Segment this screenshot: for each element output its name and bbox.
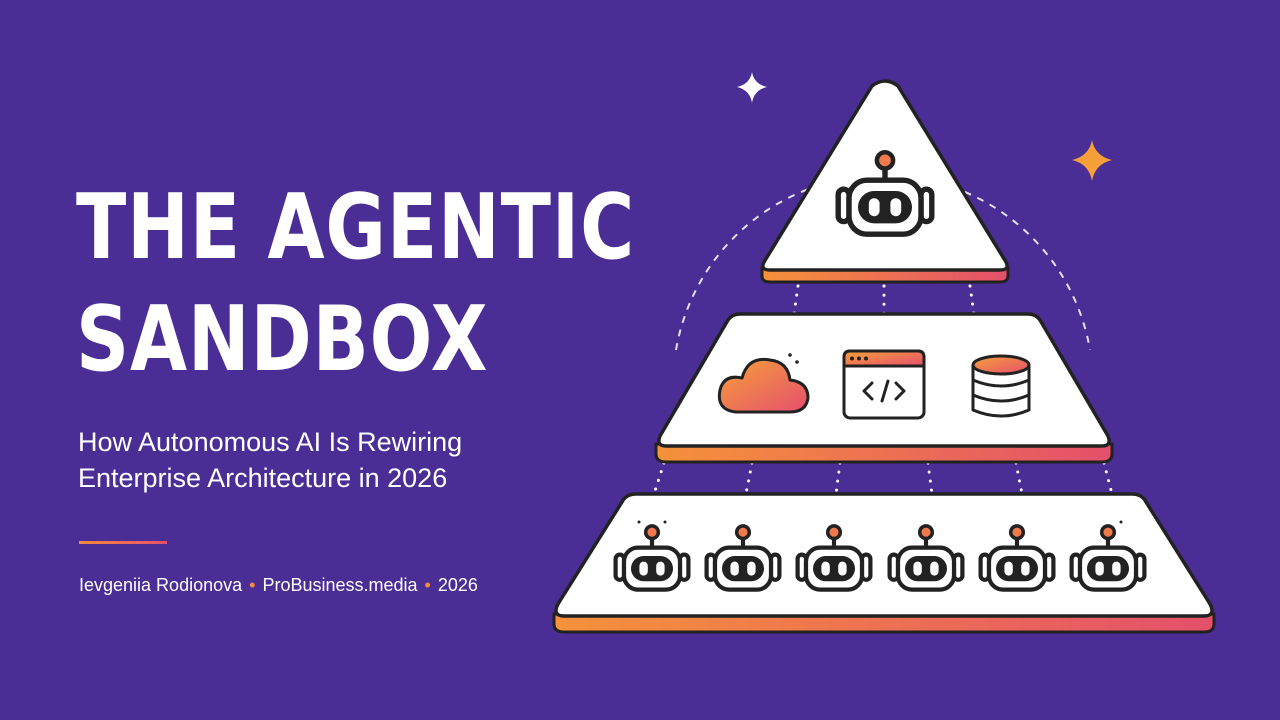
- byline-year: 2026: [437, 575, 478, 595]
- bottom-tier: [552, 492, 1216, 634]
- middle-tier: [654, 312, 1114, 464]
- subtitle-line-1: How Autonomous AI Is Rewiring: [78, 427, 463, 457]
- code-window-icon: [842, 349, 926, 420]
- top-tier: [760, 79, 1010, 284]
- title-line-1: THE AGENTIC: [76, 175, 636, 280]
- byline-separator-dot: •: [424, 575, 431, 595]
- connector-lines-top: [792, 284, 976, 316]
- database-icon: [971, 354, 1031, 418]
- sparkle-icon: [1072, 140, 1112, 181]
- byline: Ievgeniia Rodionova • ProBusiness.media • 20…: [79, 573, 478, 597]
- byline-separator-dot: •: [249, 575, 256, 595]
- byline-author: Ievgeniia Rodionova: [79, 575, 243, 595]
- cloud-icon: [717, 353, 810, 414]
- sparkle-icon: [737, 72, 767, 103]
- signal-marks: [637, 520, 1123, 524]
- accent-divider: [79, 541, 167, 544]
- title-line-2: SANDBOX: [76, 287, 489, 392]
- subtitle-line-2: Enterprise Architecture in 2026: [78, 463, 448, 493]
- byline-publication: ProBusiness.media: [262, 575, 418, 595]
- connector-lines-bottom: [652, 461, 1114, 496]
